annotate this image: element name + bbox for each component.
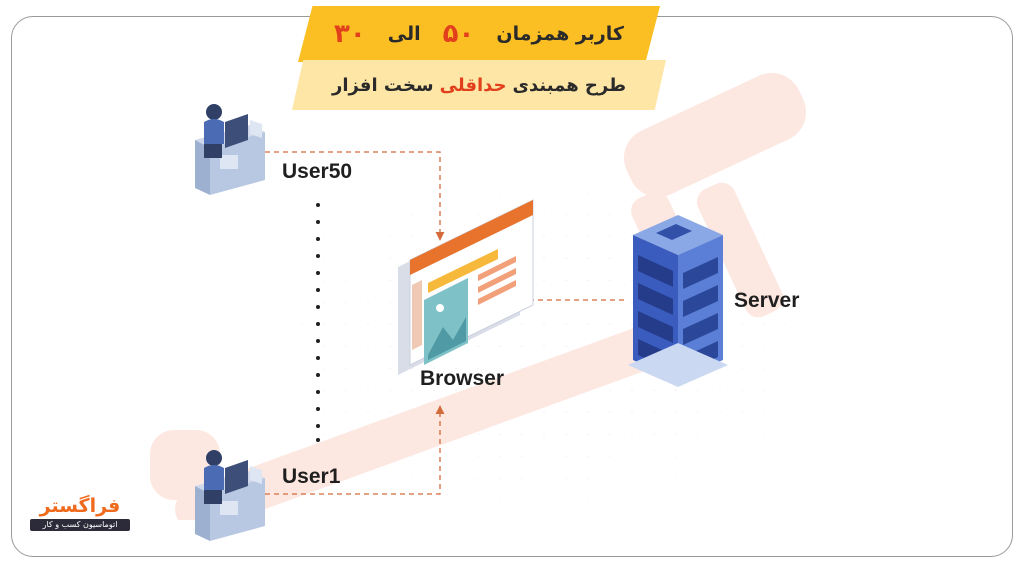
banner-title: کاربر همزمان ۵۰ الی ۳۰ [298,6,660,62]
banner-subtitle-pre: طرح همبندی [512,74,627,96]
banner-title-mid: الی [387,23,421,45]
brand-name: فراگستر [39,495,121,517]
banner-title-tail: کاربر همزمان [496,23,624,45]
brand-tagline: اتوماسیون کسب و کار [30,519,130,531]
banner-top [298,6,660,62]
banner-title-min: ۳۰ [334,19,366,49]
user-workstation-icon-bottom [195,450,265,541]
banner-bottom [292,60,666,110]
banner-subtitle: طرح همبندی حداقلی سخت افزار [292,60,666,110]
banner-subtitle-post: سخت افزار [331,74,434,96]
browser-window-icon [398,199,534,375]
server-label: Server [734,289,800,312]
banner-subtitle-highlight: حداقلی [439,74,507,96]
banner-title-max: ۵۰ [442,19,475,49]
user1-label: User1 [282,465,341,488]
server-icon [628,215,728,387]
browser-label: Browser [420,367,505,390]
brand-logo: فراگستر اتوماسیون کسب و کار [30,495,130,539]
connector-user50-browser [265,151,445,241]
ellipsis-dots [316,203,320,442]
connector-user1-browser [265,405,445,495]
user50-label: User50 [282,160,353,183]
user-workstation-icon-top [195,104,265,195]
